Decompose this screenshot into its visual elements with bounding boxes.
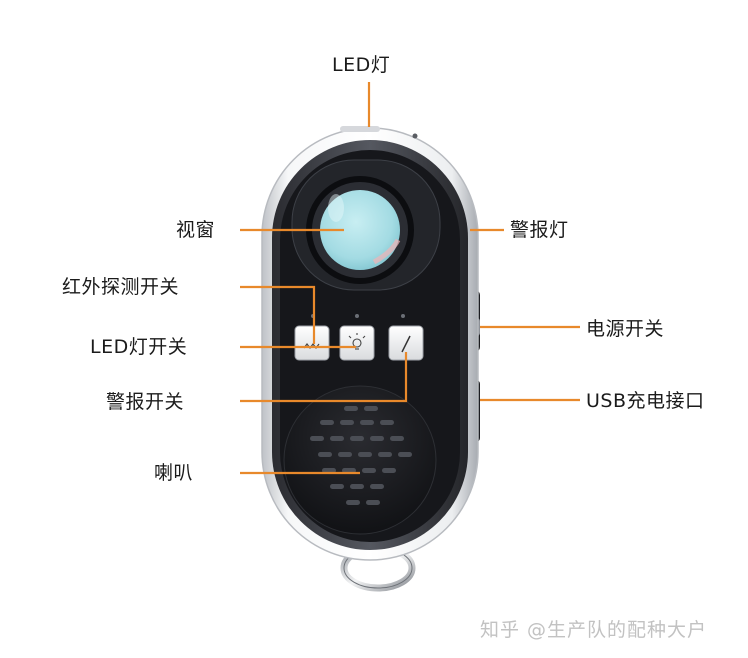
alarm-icon bbox=[401, 335, 411, 353]
label-viewport: 视窗 bbox=[176, 219, 216, 241]
label-alarm-switch: 警报开关 bbox=[106, 391, 185, 413]
label-usb-port: USB充电接口 bbox=[586, 390, 705, 412]
callout-lines bbox=[240, 82, 580, 475]
speaker bbox=[283, 385, 437, 535]
label-infrared-switch: 红外探测开关 bbox=[62, 276, 180, 298]
label-led-switch: LED灯开关 bbox=[90, 336, 188, 358]
watermark: 知乎 @生产队的配种大户 bbox=[480, 619, 708, 641]
label-alarm-light: 警报灯 bbox=[510, 219, 569, 241]
speaker-grille bbox=[310, 406, 412, 505]
label-speaker: 喇叭 bbox=[154, 462, 194, 484]
viewport-housing bbox=[291, 159, 441, 291]
callout-infrared-switch bbox=[240, 285, 316, 344]
indicator-dot-2 bbox=[355, 314, 359, 318]
led-light bbox=[340, 126, 380, 132]
alarm-light-dot bbox=[412, 133, 418, 139]
viewport-lens bbox=[320, 190, 400, 270]
lightbulb-icon bbox=[348, 333, 366, 350]
label-power-switch: 电源开关 bbox=[586, 318, 665, 340]
indicator-dot-3 bbox=[401, 314, 405, 318]
infrared-button[interactable] bbox=[294, 325, 330, 361]
callout-alarm-switch bbox=[240, 352, 408, 403]
label-led-light: LED灯 bbox=[332, 54, 391, 76]
led-button[interactable] bbox=[339, 325, 375, 361]
